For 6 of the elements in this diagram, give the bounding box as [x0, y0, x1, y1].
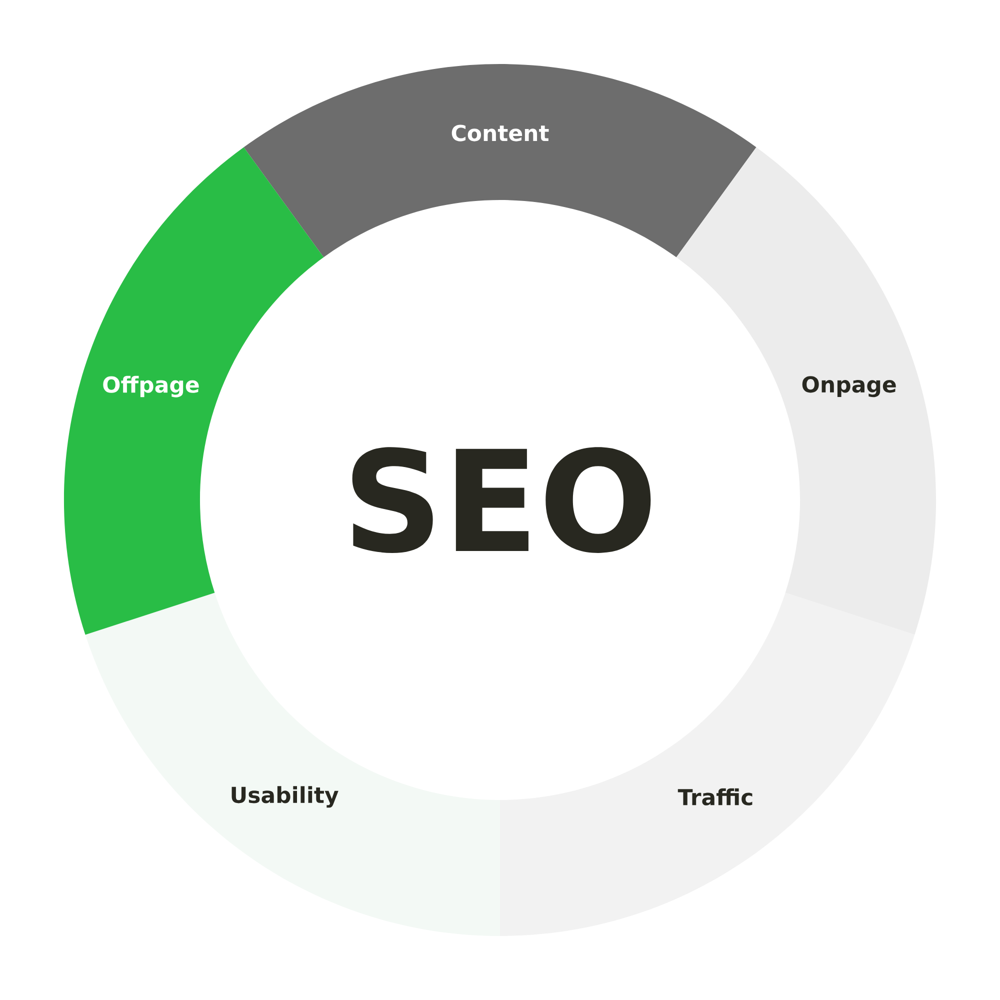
ring-segment: Content — [244, 64, 756, 258]
ring-segment: Onpage — [676, 147, 936, 635]
ring-segment: Offpage — [64, 147, 324, 635]
ring-segment: Usability — [85, 592, 500, 936]
ring-segment: Traffic — [500, 592, 915, 936]
center-label: SEO — [352, 447, 651, 553]
